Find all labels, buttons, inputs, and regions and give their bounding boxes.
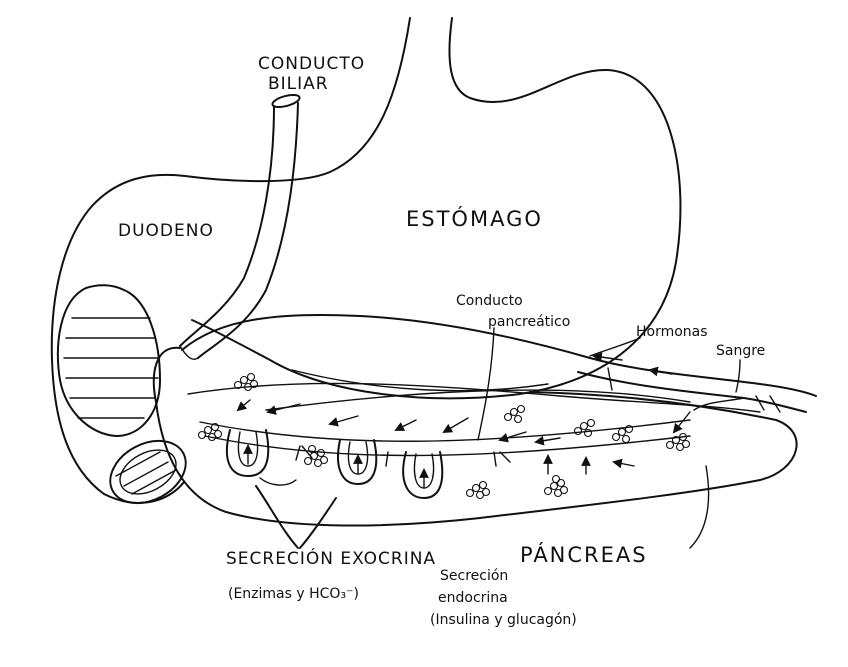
label-duodeno: DUODENO [118,221,214,241]
label-secrecion-endocrina: Secreción [440,568,508,584]
islet-cluster [543,474,569,498]
label-sangre: Sangre [716,343,765,359]
islet-cluster [611,424,634,444]
label-pancreatico: pancreático [488,314,570,330]
islet-clusters [197,372,691,500]
label-pancreas: PÁNCREAS [520,542,648,567]
bile-duct [179,93,301,360]
leader-lines [255,327,741,549]
labels: CONDUCTO BILIAR DUODENO ESTÓMAGO Conduct… [118,54,765,628]
flow-arrows [236,352,691,489]
label-endocrina-detail: (Insulina y glucagón) [430,612,577,628]
duodenum [50,205,187,505]
label-estomago: ESTÓMAGO [406,206,543,231]
label-hormonas: Hormonas [636,324,708,340]
label-conducto-pancreatico: Conducto [456,293,523,309]
label-conducto-biliar: CONDUCTO [258,54,365,74]
label-exocrina-detail: (Enzimas y HCO₃⁻) [228,586,359,602]
pancreas [152,313,798,527]
islet-cluster [573,418,596,438]
label-endocrina: endocrina [438,590,508,606]
blood-vessel [577,357,817,413]
islet-cluster [665,432,691,452]
islet-cluster [465,480,491,500]
label-biliar: BILIAR [268,74,329,94]
islet-cluster [197,422,223,442]
islet-cluster [303,444,329,468]
stomach [91,17,682,400]
duodenum-cross-section [109,439,187,505]
islet-cluster [503,404,526,424]
label-secrecion-exocrina: SECRECIÓN EXOCRINA [226,547,436,569]
islet-cluster [233,372,259,392]
